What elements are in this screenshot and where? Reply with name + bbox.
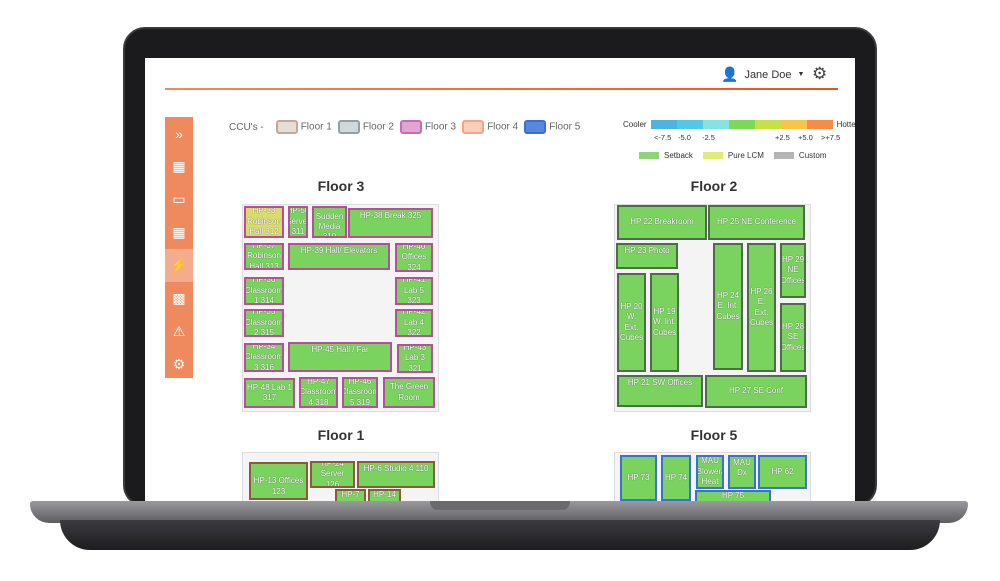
temperature-color-bar (650, 120, 833, 129)
tick: >+7.5 (821, 133, 841, 142)
key-pure-lcm: Pure LCM (702, 151, 764, 160)
room-hp-29[interactable]: HP 29 NE Offices (780, 243, 806, 298)
room-mau-blower[interactable]: MAU Blower/ Heat (696, 455, 724, 489)
settings-icon[interactable]: ⚙ (172, 356, 186, 372)
user-avatar-icon: 👤 (721, 66, 739, 82)
room-hp-73[interactable]: HP 73 (620, 455, 657, 501)
legend-floor-5[interactable]: Floor 5 (524, 120, 580, 134)
floor-2-title: Floor 2 (690, 178, 738, 194)
room-hp-25[interactable]: HP 25 NE Conference (708, 205, 805, 240)
room-hp-14[interactable]: HP-14 (368, 489, 401, 501)
room-green-room[interactable]: The Green Room (383, 377, 435, 408)
floor-1-title: Floor 1 (317, 427, 365, 443)
tick: <-7.5 (654, 133, 672, 142)
expand-chevron-icon[interactable]: » (175, 125, 183, 142)
room-hp-27[interactable]: HP 27 SE Conf (705, 375, 807, 408)
grid-icon[interactable]: ▦ (172, 224, 186, 240)
room-hp-50[interactable]: HP-50 Server 311 (288, 206, 308, 238)
floor-3-title: Floor 3 (317, 178, 365, 194)
room-hp-13[interactable]: HP-13 Offices 123 (249, 462, 308, 500)
room-hp-74[interactable]: HP 74 (661, 455, 691, 501)
room-hp-33[interactable]: HP-33 Robinson Hall 312 (244, 206, 284, 238)
room-hp-75[interactable]: HP 75 (695, 490, 771, 501)
room-hp-22[interactable]: HP 22 Breakroom (617, 205, 707, 240)
room-hp-37[interactable]: HP-37 Robinson Hall 313 (244, 243, 284, 270)
scale-segment (702, 120, 729, 129)
temperature-scale: Cooler Hotter (623, 120, 855, 129)
room-hp-42[interactable]: HP-42 Lab 4 322 (395, 309, 433, 337)
legend-floor-3[interactable]: Floor 3 (399, 120, 456, 134)
room-hp-28[interactable]: HP 28 SE Offices (780, 303, 806, 372)
header-divider (165, 88, 838, 90)
scale-ticks: <-7.5 -5.0 -2.5 +2.5 +5.0 >+7.5 (654, 133, 844, 143)
room-hp-26[interactable]: HP 26 E. Ext. Cubes (747, 243, 776, 372)
scale-segment (676, 120, 703, 129)
tick: -2.5 (702, 133, 715, 142)
room-mau-dx[interactable]: MAU Dx (728, 455, 756, 489)
room-hp-47[interactable]: HP-47 Classroom 4 318 (299, 377, 338, 408)
sidebar: » ▦ ▭ ▦ ⚡ ▩ ⚠ ⚙ (165, 117, 193, 378)
scale-segment (650, 120, 677, 129)
room-hp-19[interactable]: HP 19 W. Int. Cubes (650, 273, 679, 372)
room-hp-23[interactable]: HP 23 Photo (616, 243, 678, 269)
room-hp-41[interactable]: HP-41 Lab 5 323 (395, 277, 433, 305)
user-name: Jane Doe (744, 68, 792, 81)
room-hp-24-f1[interactable]: HP-24 Server 126 (310, 461, 355, 488)
room-hp-34[interactable]: HP-34 Classroom 3 316 (244, 343, 284, 372)
room-hp-7[interactable]: HP-7 (335, 489, 366, 501)
room-hp-40[interactable]: HP-40 Offices 324 (395, 243, 433, 272)
laptop-notch (430, 501, 570, 510)
scale-segment (780, 120, 807, 129)
key-setback: Setback (639, 151, 693, 160)
tick: +2.5 (775, 133, 790, 142)
floorplan-icon[interactable]: ▦ (172, 158, 186, 174)
room-hp-62[interactable]: HP 62 (758, 455, 807, 489)
user-menu[interactable]: 👤 Jane Doe ▼ (721, 66, 804, 83)
scale-segment (806, 120, 833, 129)
room-hp-36[interactable]: HP-36 Classroom 1 314 (244, 277, 284, 305)
room-hp-46[interactable]: HP-46 Classroom 5 319 (342, 377, 378, 408)
scale-segment (754, 120, 781, 129)
room-hp-39[interactable]: HP-39 Hall/ Elevators (288, 243, 390, 270)
tick: +5.0 (798, 133, 813, 142)
room-hp-38[interactable]: HP-38 Break 325 (348, 208, 433, 238)
cooler-label: Cooler (623, 120, 647, 129)
room-hp-6[interactable]: HP-6 Studio 4 110 (357, 461, 435, 488)
energy-icon[interactable]: ⚡ (165, 249, 193, 282)
room-hp-43[interactable]: HP-43 Lab 3 321 (397, 344, 433, 373)
ccu-label: CCU's - (229, 121, 264, 133)
laptop-base-shadow (60, 520, 940, 550)
legend-floor-2[interactable]: Floor 2 (337, 120, 394, 134)
app-screen: 👤 Jane Doe ▼ ⚙ » ▦ ▭ ▦ ⚡ ▩ ⚠ ⚙ CCU's - F… (145, 58, 855, 501)
mode-key: Setback Pure LCM Custom (639, 151, 826, 160)
laptop-base (30, 501, 968, 523)
display-icon[interactable]: ▭ (172, 191, 186, 207)
settings-gear-icon[interactable]: ⚙ (812, 64, 828, 83)
hotter-label: Hotter (836, 120, 855, 129)
room-hp-35[interactable]: HP-35 Classroom 2 315 (244, 309, 284, 337)
room-hp-45[interactable]: HP-45 Hall / Far (288, 342, 392, 372)
ccu-legend: CCU's - Floor 1 Floor 2 Floor 3 Floor 4 … (229, 120, 580, 134)
legend-floor-1[interactable]: Floor 1 (275, 120, 332, 134)
alert-triangle-icon[interactable]: ⚠ (172, 323, 186, 339)
room-hp-48[interactable]: HP-48 Lab 1 317 (244, 378, 295, 408)
floor-5-title: Floor 5 (690, 427, 738, 443)
bar-chart-icon[interactable]: ▩ (172, 290, 186, 306)
chevron-down-icon: ▼ (797, 71, 805, 78)
legend-floor-4[interactable]: Floor 4 (462, 120, 518, 134)
room-hp-20[interactable]: HP 20 W. Ext. Cubes (617, 273, 646, 372)
tick: -5.0 (678, 133, 691, 142)
room-hp-49[interactable]: HP-49 Sudden Media 310 (312, 206, 347, 238)
room-hp-24[interactable]: HP 24 E. Int. Cubes (713, 243, 743, 370)
room-hp-21[interactable]: HP 21 SW Offices (617, 375, 703, 407)
key-custom: Custom (773, 151, 826, 160)
scale-segment (728, 120, 755, 129)
